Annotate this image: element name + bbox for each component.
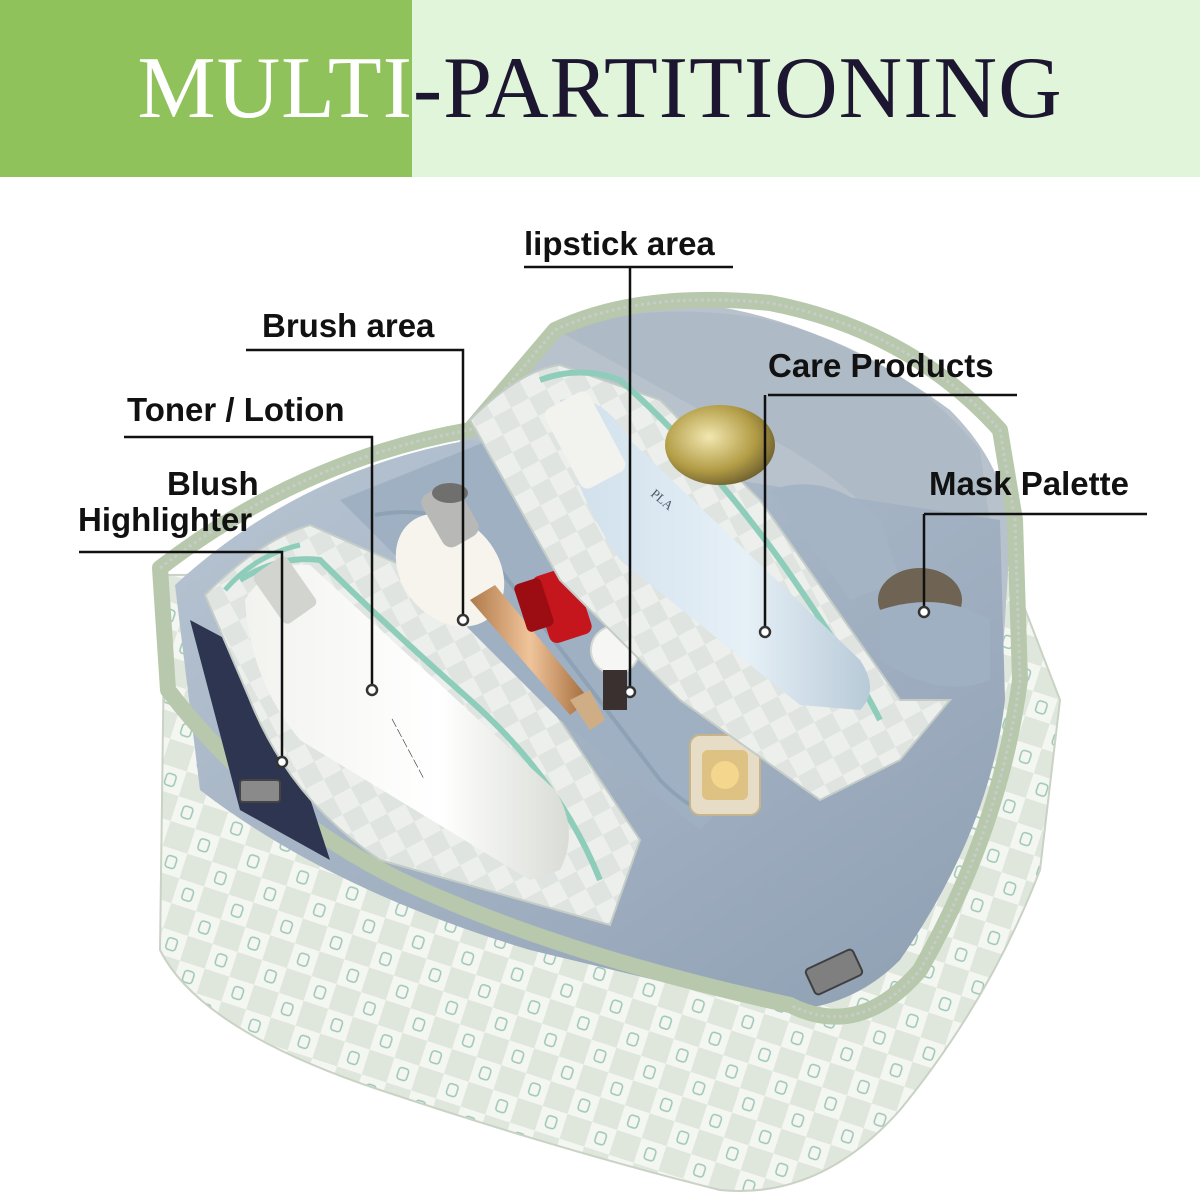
- callout-brush-area: Brush area: [262, 307, 435, 344]
- callout-lipstick-area: lipstick area: [524, 225, 715, 262]
- callout-toner-lotion: Toner / Lotion: [127, 391, 345, 428]
- banner-right-block: [412, 0, 1200, 177]
- banner-title: MULTI-PARTITIONING: [0, 34, 1200, 144]
- cosmetic-bag-illustration: — — — — — — PLA: [79, 265, 1147, 1192]
- title-banner: MULTI-PARTITIONING: [0, 0, 1200, 177]
- banner-left-block: [0, 0, 412, 177]
- callout-mask-palette: Mask Palette: [929, 465, 1129, 502]
- banner-title-part2: -PARTITIONING: [412, 40, 1063, 137]
- callout-highlighter: Highlighter: [78, 501, 253, 538]
- banner-title-part1: MULTI: [137, 40, 413, 137]
- callout-care-products: Care Products: [768, 347, 994, 384]
- callout-blush: Blush: [167, 465, 259, 502]
